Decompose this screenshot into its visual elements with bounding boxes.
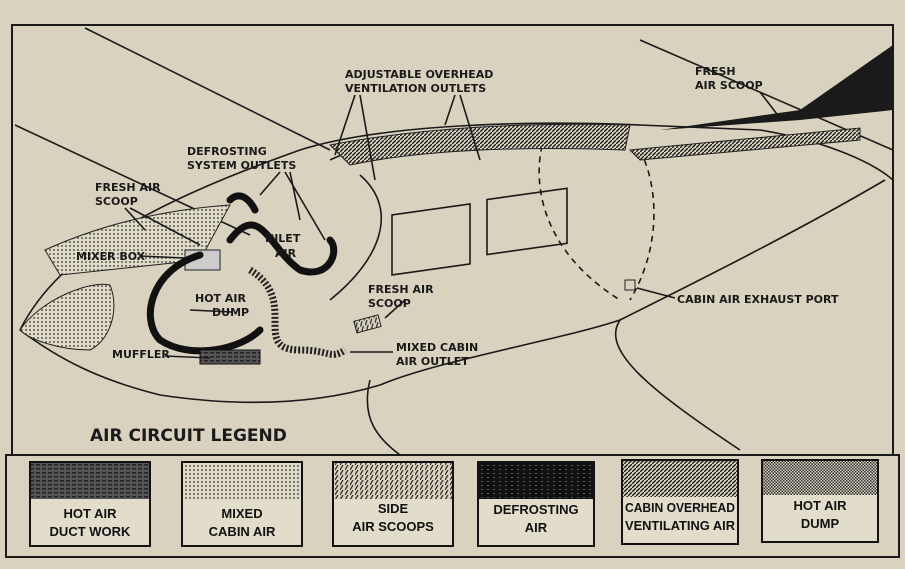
svg-text:DEFROSTING: DEFROSTING <box>493 502 578 517</box>
svg-text:AIR: AIR <box>525 520 548 535</box>
svg-text:MIXED: MIXED <box>221 506 262 521</box>
legend-item-defrosting-air: DEFROSTING AIR <box>477 461 595 547</box>
svg-text:DUCT WORK: DUCT WORK <box>50 524 131 539</box>
legend-item-cabin-overhead-ventilating-air: CABIN OVERHEAD VENTILATING AIR <box>621 459 739 545</box>
label-cabin-air-exhaust-port: CABIN AIR EXHAUST PORT <box>677 293 839 306</box>
leader-lines <box>124 91 781 359</box>
legend-item-mixed-cabin-air: MIXED CABIN AIR <box>181 461 303 547</box>
legend-frame <box>5 454 900 558</box>
label-muffler: MUFFLER <box>112 348 170 361</box>
legend-item-hot-air-duct-work: HOT AIR DUCT WORK <box>29 461 151 547</box>
svg-text:DUMP: DUMP <box>801 516 840 531</box>
legend-item-side-air-scoops: SIDE AIR SCOOPS <box>332 461 454 547</box>
legend-title: AIR CIRCUIT LEGEND <box>90 426 287 446</box>
svg-text:SIDE: SIDE <box>378 501 409 516</box>
svg-text:HOT AIR: HOT AIR <box>64 506 118 521</box>
label-mixer-box: MIXER BOX <box>76 250 146 263</box>
legend-item-hot-air-dump: HOT AIR DUMP <box>761 459 879 543</box>
svg-text:CABIN OVERHEAD: CABIN OVERHEAD <box>625 500 735 515</box>
svg-text:HOT AIR: HOT AIR <box>794 498 848 513</box>
svg-text:AIR SCOOPS: AIR SCOOPS <box>352 519 434 534</box>
svg-text:CABIN AIR: CABIN AIR <box>209 524 276 539</box>
svg-text:VENTILATING AIR: VENTILATING AIR <box>625 518 736 533</box>
airplane-outline <box>14 27 894 456</box>
